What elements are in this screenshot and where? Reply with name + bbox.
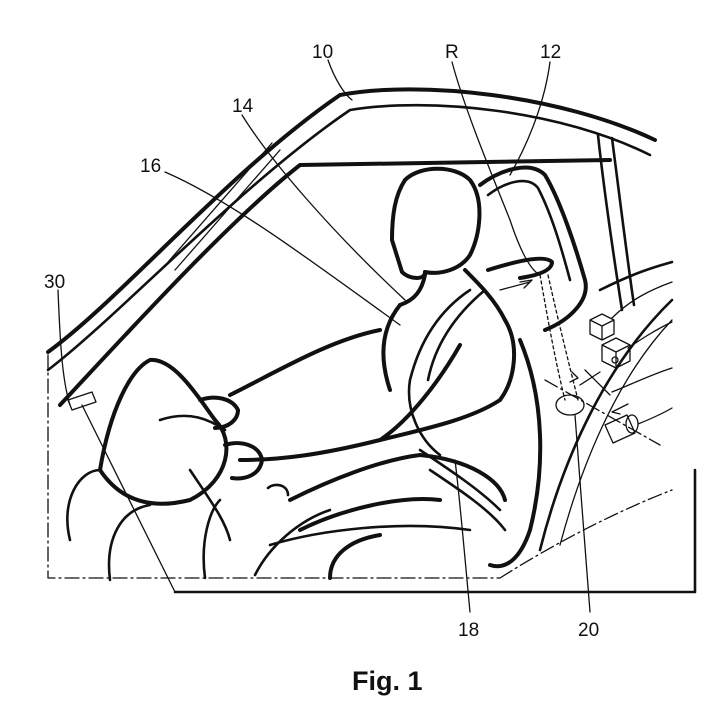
label-retractor: 20 — [578, 620, 599, 641]
label-sensor: 30 — [44, 272, 65, 293]
label-belt-lower: 16 — [140, 156, 161, 177]
leader-lines — [57, 59, 673, 613]
seat-belt — [407, 256, 585, 532]
label-belt-top: 14 — [232, 96, 254, 117]
label-rotation: R — [445, 42, 459, 63]
label-seat: 12 — [540, 42, 561, 63]
dashboard-steering — [66, 358, 232, 582]
label-belt-lap: 18 — [458, 620, 479, 641]
seat — [253, 165, 588, 577]
figure-caption: Fig. 1 — [352, 666, 423, 696]
sensor — [67, 391, 97, 411]
occupant — [198, 166, 517, 580]
label-vehicle: 10 — [312, 42, 333, 63]
